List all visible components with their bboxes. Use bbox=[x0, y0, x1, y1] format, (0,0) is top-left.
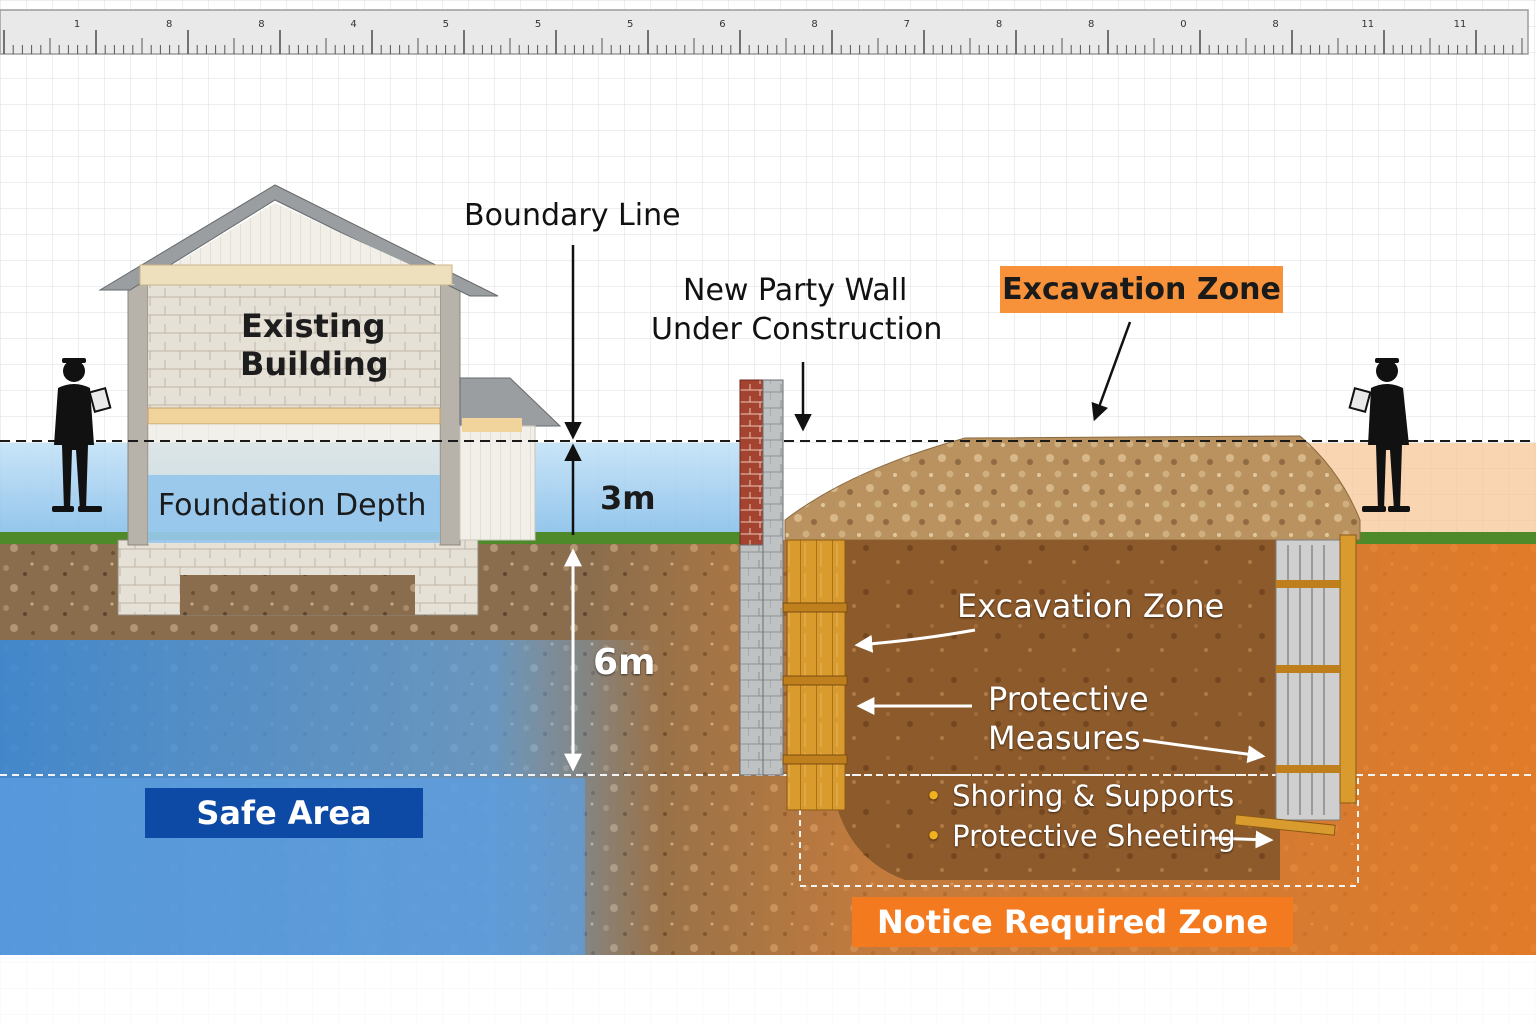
ruler-tick-label: 1 bbox=[74, 19, 80, 30]
bullet-shoring-text: Shoring & Supports bbox=[952, 779, 1235, 813]
excavation-pit bbox=[835, 540, 1280, 880]
protective-measures-label-line1: Protective bbox=[988, 680, 1149, 718]
ruler-tick-label: 5 bbox=[443, 19, 449, 30]
notice-zone-outline bbox=[799, 774, 1359, 887]
protective-right-arrow bbox=[1142, 738, 1266, 764]
sheeting-arrow bbox=[1209, 830, 1274, 849]
excavation-zone-tag: Excavation Zone bbox=[1000, 266, 1283, 313]
bullet-dot-icon: • bbox=[925, 779, 943, 813]
excavation-tag-arrow bbox=[1091, 321, 1132, 422]
boundary-line-label: Boundary Line bbox=[464, 198, 681, 233]
ruler-tick-label: 6 bbox=[719, 19, 725, 30]
foundation-depth-band bbox=[148, 475, 440, 543]
right-shoring bbox=[1234, 534, 1357, 836]
ruler-tick-label: 11 bbox=[1361, 19, 1374, 30]
bullet-sheeting-text: Protective Sheeting bbox=[952, 819, 1236, 853]
ruler-tick-label: 8 bbox=[1088, 19, 1094, 30]
ruler-minor-ticks bbox=[3, 30, 1523, 54]
ruler-tick-label: 8 bbox=[1272, 19, 1278, 30]
ruler-tick-label: 5 bbox=[535, 19, 541, 30]
party-wall-label-line2: Under Construction bbox=[651, 312, 943, 347]
ruler-tick-label: 8 bbox=[996, 19, 1002, 30]
bullet-dot-icon: • bbox=[925, 819, 943, 853]
party-wall-label-line1: New Party Wall bbox=[683, 273, 908, 308]
depth-6m-label: 6m bbox=[593, 642, 656, 683]
grass-right bbox=[1350, 532, 1536, 544]
ruler-tick-label: 4 bbox=[350, 19, 356, 30]
existing-building-label-line1: Existing bbox=[241, 307, 386, 345]
existing-building-label-line2: Building bbox=[240, 345, 389, 383]
ruler-tick-label: 7 bbox=[904, 19, 910, 30]
excavation-mound bbox=[784, 435, 1361, 541]
left-shoring bbox=[782, 539, 848, 811]
safe-area-tag: Safe Area bbox=[145, 788, 423, 838]
ruler-tick-label: 8 bbox=[166, 19, 172, 30]
ruler-tick-label: 11 bbox=[1454, 19, 1467, 30]
protective-measures-label-line2: Measures bbox=[988, 719, 1141, 757]
ruler: 1 8 8 4 5 5 5 6 8 7 8 8 0 8 11 11 bbox=[0, 9, 1529, 55]
worker-right-icon bbox=[1348, 358, 1410, 512]
ruler-tick-label: 8 bbox=[258, 19, 264, 30]
foundation-depth-label: Foundation Depth bbox=[158, 488, 427, 523]
party-wall bbox=[739, 379, 784, 776]
ruler-tick-labels: 1 8 8 4 5 5 5 6 8 7 8 8 0 8 11 11 bbox=[74, 19, 1467, 30]
bullet-sheeting: • Protective Sheeting bbox=[925, 819, 1236, 853]
ruler-tick-label: 5 bbox=[627, 19, 633, 30]
worker-left-icon bbox=[52, 358, 112, 512]
ruler-tick-label: 0 bbox=[1180, 19, 1186, 30]
excavation-zone-inner-label: Excavation Zone bbox=[957, 587, 1225, 625]
bullet-shoring: • Shoring & Supports bbox=[925, 779, 1234, 813]
excavation-inner-arrow bbox=[854, 628, 976, 653]
depth-3m-label: 3m bbox=[600, 479, 656, 517]
ruler-tick-label: 8 bbox=[811, 19, 817, 30]
notice-required-zone-tag: Notice Required Zone bbox=[852, 897, 1293, 947]
